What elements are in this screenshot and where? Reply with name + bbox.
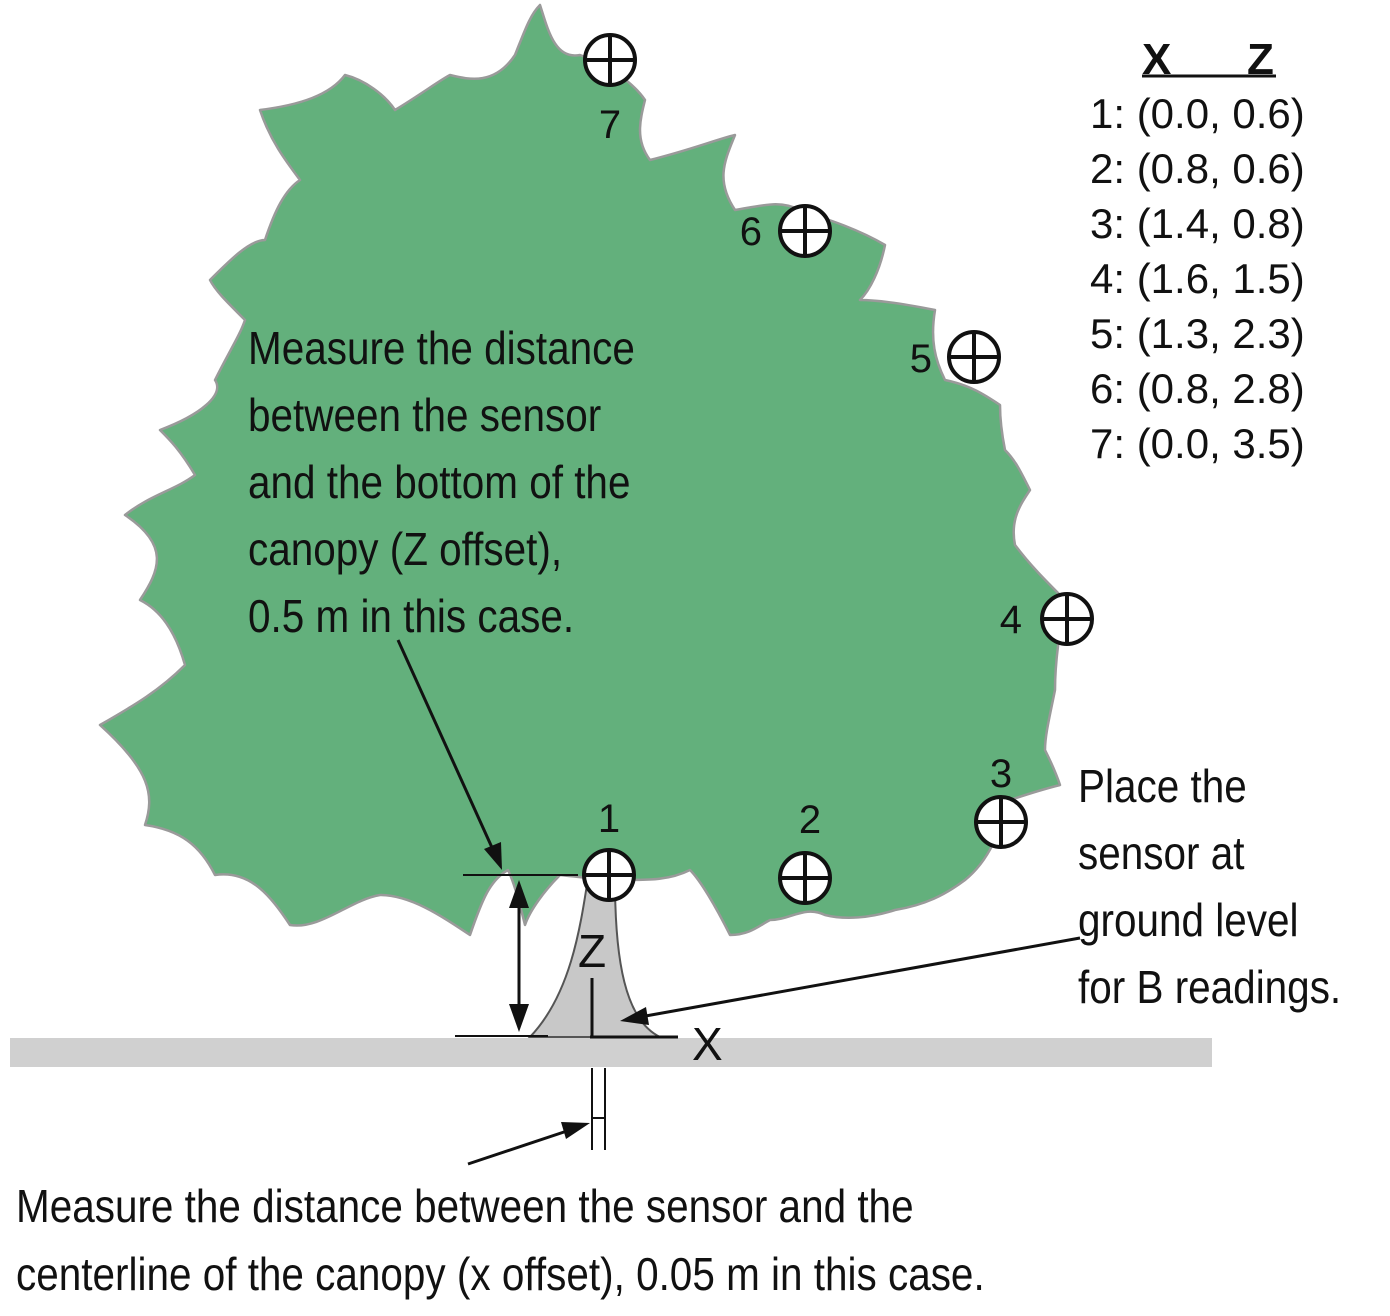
sensor-markers: 1 2 3 4 5 6 7 xyxy=(582,33,1094,905)
z-offset-note-line: between the sensor xyxy=(248,391,601,442)
table-row: 7: (0.0, 3.5) xyxy=(1090,420,1305,467)
z-offset-note-line: 0.5 m in this case. xyxy=(248,592,574,643)
ground-level-note-line: ground level xyxy=(1078,896,1298,947)
ground-level-leader-arrow xyxy=(620,936,1081,1025)
sensor-label: 1 xyxy=(598,797,620,841)
z-axis-label: Z xyxy=(578,925,606,977)
x-offset-leader-arrow xyxy=(467,1122,590,1166)
z-offset-note: Measure the distance between the sensor … xyxy=(248,324,635,643)
table-row: 1: (0.0, 0.6) xyxy=(1090,90,1305,137)
sensor-marker-4: 4 xyxy=(1000,592,1094,646)
table-row: 4: (1.6, 1.5) xyxy=(1090,255,1305,302)
sensor-marker-7: 7 xyxy=(583,33,637,147)
z-offset-note-line: canopy (Z offset), xyxy=(248,525,562,576)
sensor-label: 6 xyxy=(740,210,762,254)
table-row: 6: (0.8, 2.8) xyxy=(1090,365,1305,412)
sensor-label: 4 xyxy=(1000,598,1022,642)
coordinate-table: X Z 1: (0.0, 0.6) 2: (0.8, 0.6) 3: (1.4,… xyxy=(1090,35,1305,467)
sensor-label: 3 xyxy=(990,752,1012,796)
ground-bar xyxy=(10,1038,1212,1067)
x-axis-label: X xyxy=(692,1018,723,1070)
z-offset-leader-arrow xyxy=(396,639,502,870)
table-row: 5: (1.3, 2.3) xyxy=(1090,310,1305,357)
sensor-label: 7 xyxy=(599,103,621,147)
ground-level-note-line: Place the xyxy=(1078,762,1247,813)
axis-indicator xyxy=(590,978,678,1039)
table-row: 2: (0.8, 0.6) xyxy=(1090,145,1305,192)
sensor-label: 5 xyxy=(910,337,932,381)
ground-level-note-line: for B readings. xyxy=(1078,963,1341,1014)
sensor-marker-3: 3 xyxy=(974,752,1028,849)
z-offset-note-line: Measure the distance xyxy=(248,324,635,375)
z-offset-dimension xyxy=(455,874,578,1037)
sensor-marker-6: 6 xyxy=(740,204,832,258)
ground-level-note: Place the sensor at ground level for B r… xyxy=(1078,762,1341,1014)
x-offset-note-line: Measure the distance between the sensor … xyxy=(16,1182,914,1233)
x-offset-note-line: centerline of the canopy (x offset), 0.0… xyxy=(16,1250,985,1301)
z-offset-note-line: and the bottom of the xyxy=(248,458,630,509)
table-row: 3: (1.4, 0.8) xyxy=(1090,200,1305,247)
ground-level-note-line: sensor at xyxy=(1078,829,1244,880)
sensor-marker-1: 1 xyxy=(582,797,636,902)
x-offset-note: Measure the distance between the sensor … xyxy=(16,1182,985,1301)
sensor-label: 2 xyxy=(799,798,821,842)
sensor-marker-2: 2 xyxy=(778,798,832,905)
sensor-marker-5: 5 xyxy=(910,330,1001,384)
x-offset-dimension xyxy=(591,1068,606,1150)
